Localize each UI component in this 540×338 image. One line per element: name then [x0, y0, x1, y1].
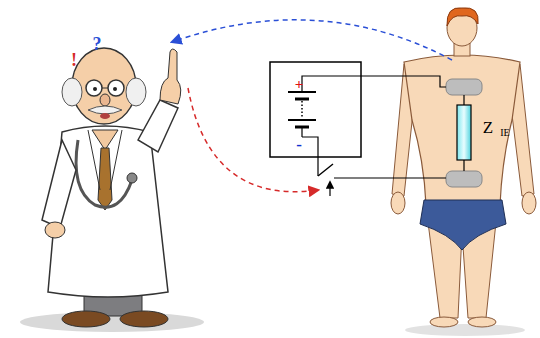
- control-arrow: [188, 88, 318, 192]
- wire: [302, 137, 318, 176]
- feedback-arrow: [172, 20, 452, 60]
- question-mark: ?: [93, 35, 102, 53]
- patient-figure: [391, 8, 536, 336]
- electrode: [446, 79, 482, 95]
- switch-symbol: [318, 164, 333, 176]
- polarity-sign: +: [295, 77, 304, 92]
- exclamation-mark: !: [71, 51, 77, 69]
- doctor-figure: [20, 48, 204, 332]
- electrode: [446, 171, 482, 187]
- polarity-sign: -: [296, 136, 302, 153]
- impedance-subscript: IE: [500, 128, 509, 138]
- switch-arrow: [329, 182, 330, 196]
- resistor-symbol: [457, 105, 471, 160]
- impedance-symbol: Z: [483, 119, 493, 136]
- wire: [334, 177, 446, 178]
- wire: [302, 76, 446, 87]
